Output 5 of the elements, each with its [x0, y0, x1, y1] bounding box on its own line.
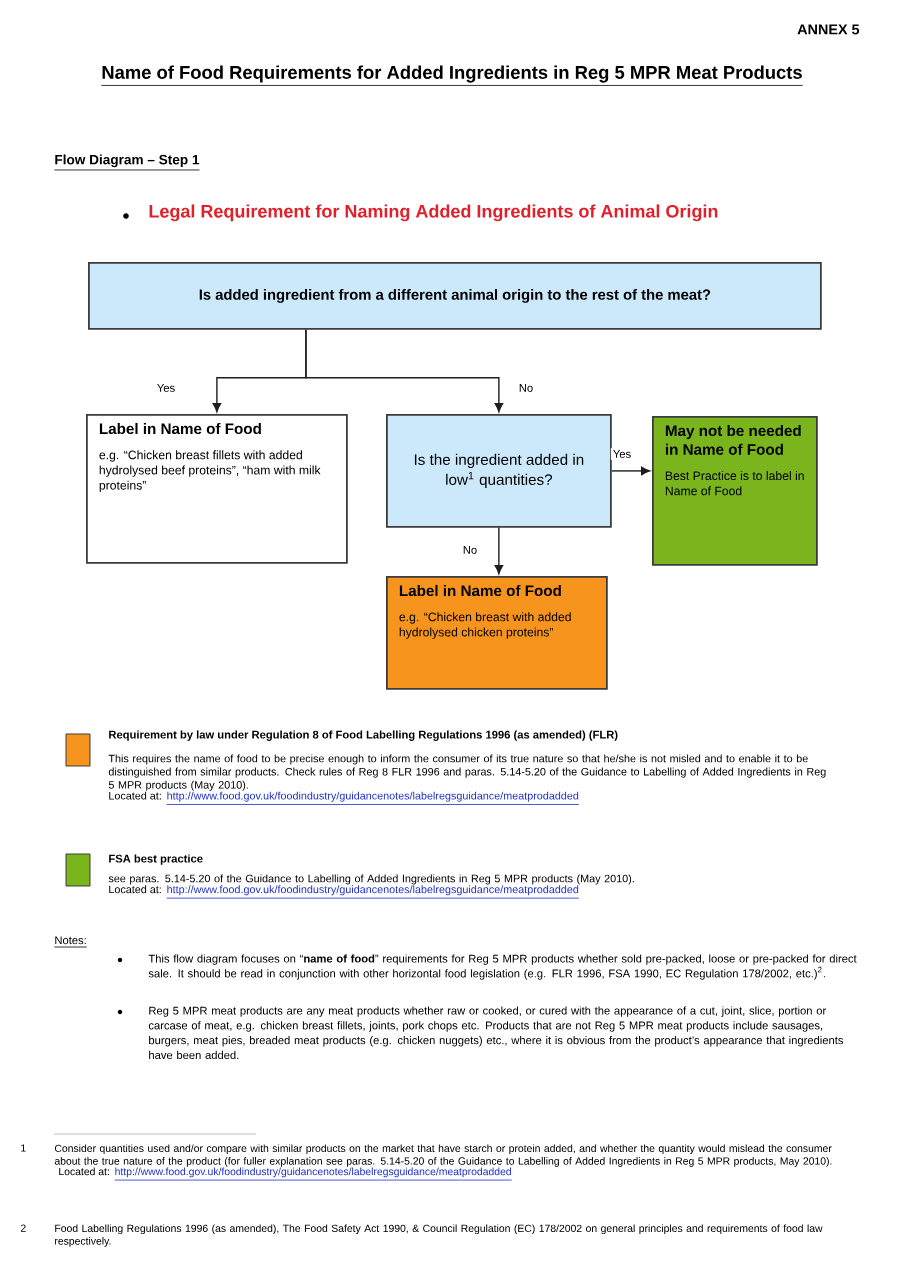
arrow	[305, 329, 504, 413]
section-subheading: Legal Requirement for Naming Added Ingredients of Animal Origin	[149, 204, 718, 222]
arrow	[611, 466, 651, 476]
title: Name of Food Requirements for Added Ingredients in Reg 5 MPR Meat Products	[100, 65, 804, 86]
arrow	[494, 527, 504, 575]
